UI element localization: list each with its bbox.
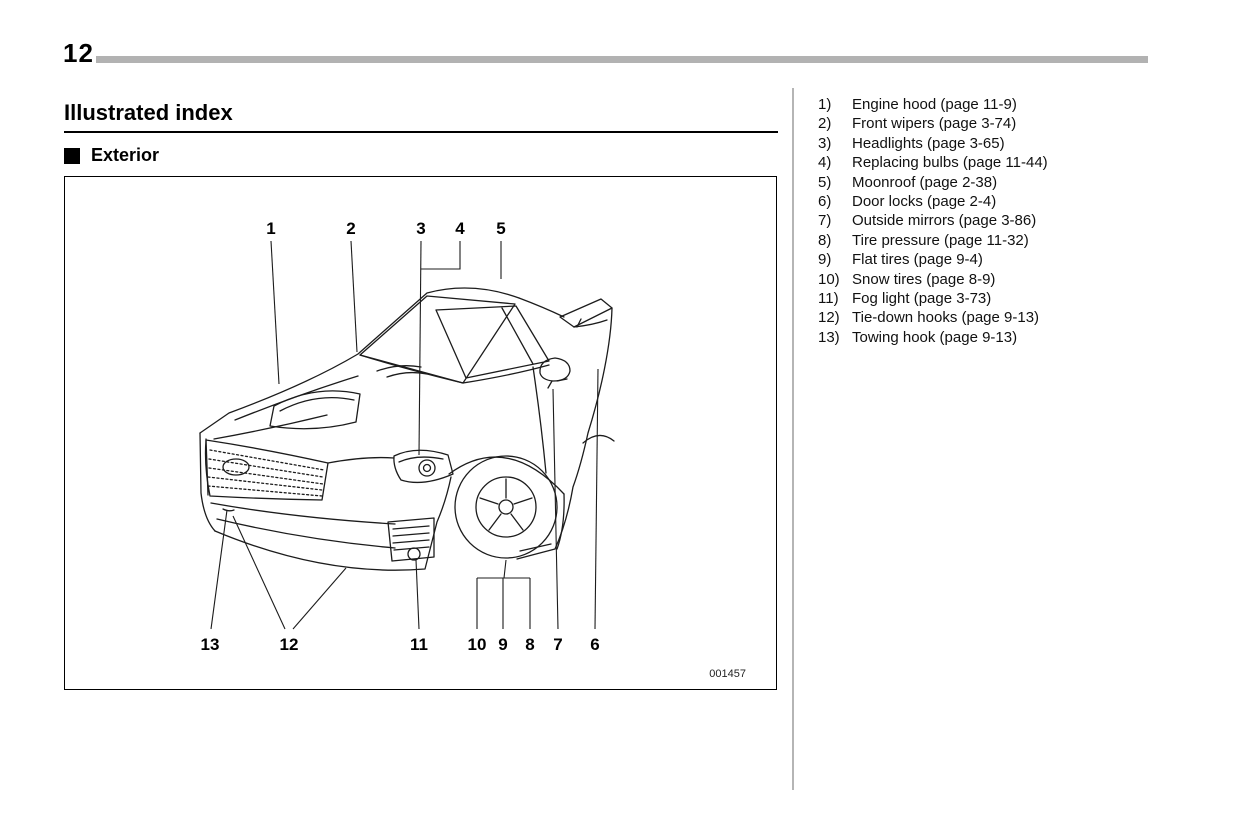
callout-10: 10	[468, 635, 487, 654]
callout-8: 8	[525, 635, 534, 654]
figure-code: 001457	[709, 668, 746, 680]
legend-item-number: 11)	[818, 290, 839, 308]
legend-item-number: 6)	[818, 193, 832, 211]
legend-item-label: Door locks (page 2-4)	[852, 193, 997, 211]
callout-9: 9	[498, 635, 507, 654]
legend-item-label: Moonroof (page 2-38)	[852, 173, 998, 191]
legend-item-label: Headlights (page 3-65)	[852, 134, 1005, 152]
legend-item-label: Tie-down hooks (page 9-13)	[852, 309, 1040, 327]
callout-3: 3	[416, 219, 425, 238]
callout-4: 4	[455, 219, 465, 238]
car-exterior-diagram: 1 2 3 4 5 13 12 11 10 9 8 7 6 001457	[199, 219, 746, 680]
legend-item: 2) Front wipers (page 3-74)	[818, 114, 1048, 133]
callout-numbers: 1 2 3 4 5 13 12 11 10 9 8 7 6	[201, 219, 600, 654]
car-illustration	[199, 287, 615, 571]
legend-item: 8) Tire pressure (page 11-32)	[818, 231, 1048, 250]
legend-item: 9) Flat tires (page 9-4)	[818, 250, 1048, 269]
title-underline	[64, 131, 778, 133]
legend-item-label: Front wipers (page 3-74)	[852, 115, 1017, 133]
legend-item-number: 5)	[818, 173, 832, 191]
legend-item-number: 10)	[818, 270, 840, 288]
callout-5: 5	[496, 219, 505, 238]
legend-item-number: 13)	[818, 328, 840, 346]
legend-item: 1) Engine hood (page 11-9)	[818, 95, 1048, 114]
legend-item: 4) Replacing bulbs (page 11-44)	[818, 153, 1048, 172]
section-square-marker-icon	[64, 147, 80, 164]
legend-item-number: 3)	[818, 134, 832, 152]
section-label: Exterior	[91, 145, 160, 165]
legend-item-number: 1)	[818, 96, 832, 113]
legend-item: 3) Headlights (page 3-65)	[818, 134, 1048, 153]
legend-item-number: 7)	[818, 212, 832, 230]
header-bar	[96, 56, 1148, 63]
callout-13: 13	[201, 635, 220, 654]
legend-item-label: Fog light (page 3-73)	[852, 290, 992, 308]
callout-6: 6	[590, 635, 599, 654]
callout-12: 12	[280, 635, 299, 654]
legend-item-number: 4)	[818, 154, 832, 172]
callout-2: 2	[346, 219, 355, 238]
legend-item-number: 9)	[818, 251, 832, 269]
legend-item-number: 12)	[818, 309, 840, 327]
callout-1: 1	[266, 219, 275, 238]
legend-item-number: 8)	[818, 231, 832, 249]
section-heading: Exterior	[64, 145, 159, 166]
callout-leader-lines	[210, 240, 599, 630]
legend-item-label: Outside mirrors (page 3-86)	[852, 212, 1037, 230]
legend-item: 11) Fog light (page 3-73)	[818, 289, 1048, 308]
legend-item-label: Flat tires (page 9-4)	[852, 251, 983, 269]
figure-box: 1 2 3 4 5 13 12 11 10 9 8 7 6 001457	[64, 176, 777, 690]
legend-item: 12) Tie-down hooks (page 9-13)	[818, 308, 1048, 327]
page-number: 12	[63, 38, 94, 68]
legend-item: 6) Door locks (page 2-4)	[818, 192, 1048, 211]
legend-list: 1) Engine hood (page 11-9) 2) Front wipe…	[818, 95, 1048, 347]
legend-item-label: Towing hook (page 9-13)	[852, 328, 1018, 346]
legend-item: 5) Moonroof (page 2-38)	[818, 173, 1048, 192]
callout-11: 11	[410, 635, 428, 654]
legend-item: 7) Outside mirrors (page 3-86)	[818, 211, 1048, 230]
legend-item: 13) Towing hook (page 9-13)	[818, 328, 1048, 347]
callout-7: 7	[553, 635, 562, 654]
legend-item-label: Engine hood (page 11-9)	[852, 96, 1017, 113]
legend-item-number: 2)	[818, 115, 832, 133]
column-divider	[792, 88, 794, 790]
page-title: Illustrated index	[64, 100, 233, 125]
legend-item-label: Replacing bulbs (page 11-44)	[852, 154, 1048, 172]
legend-item-label: Snow tires (page 8-9)	[852, 270, 996, 288]
legend-item-label: Tire pressure (page 11-32)	[852, 231, 1029, 249]
legend-item: 10) Snow tires (page 8-9)	[818, 270, 1048, 289]
